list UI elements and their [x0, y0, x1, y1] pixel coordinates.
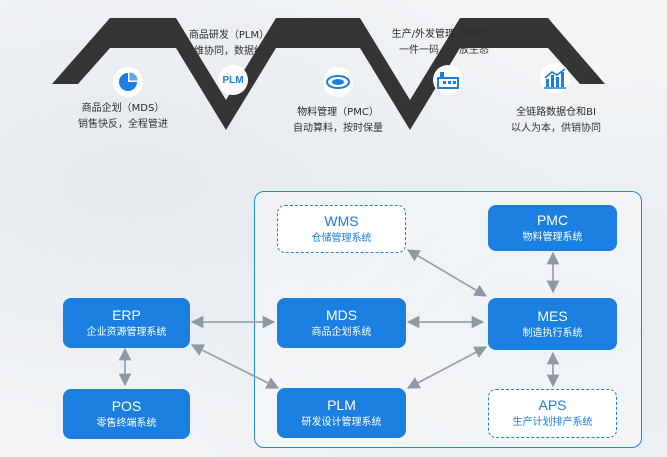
system-box-pos: POS 零售终端系统 [63, 389, 190, 439]
system-desc-mds: 商品企划系统 [311, 326, 372, 338]
system-name-aps: APS [538, 397, 567, 413]
system-desc-erp: 企业资源管理系统 [86, 326, 167, 338]
system-box-aps: APS 生产计划排产系统 [488, 389, 617, 438]
stage-sub-plm: 多维协同，数据统一 [184, 46, 274, 57]
system-name-mes: MES [537, 307, 568, 324]
system-desc-plm: 研发设计管理系统 [301, 416, 382, 428]
system-box-wms: WMS 仓储管理系统 [277, 205, 406, 253]
system-box-plm: PLM 研发设计管理系统 [277, 388, 406, 438]
system-name-mds: MDS [325, 306, 358, 323]
system-desc-mes: 制造执行系统 [522, 327, 583, 339]
stage-icon-plm: PLM [218, 65, 248, 95]
system-desc-wms: 仓储管理系统 [311, 232, 372, 244]
pie-chart-icon [119, 72, 138, 91]
system-name-plm: PLM [327, 396, 356, 413]
bar-chart-icon [544, 68, 566, 89]
stage-title-mes: 生产/外发管理（MES） [391, 29, 497, 40]
stage-title-pmc: 物料管理（PMC） [297, 107, 379, 118]
stage-icon-mds [113, 67, 143, 97]
process-zigzag-band [52, 18, 605, 130]
plm-badge-icon: PLM [222, 74, 244, 86]
system-name-pos: POS [111, 397, 142, 414]
arrow-erp-plm [190, 344, 280, 389]
stage-icon-bi [540, 63, 570, 93]
system-box-pmc: PMC 物料管理系统 [488, 205, 617, 251]
zigzag-dark [52, 18, 605, 130]
system-name-wms: WMS [324, 212, 359, 229]
stage-icon-pmc [323, 67, 353, 97]
system-name-pmc: PMC [536, 211, 569, 228]
stage-sub-bi: 以人为本，供销协同 [511, 123, 601, 134]
system-desc-pmc: 物料管理系统 [522, 231, 583, 243]
stage-sub-pmc: 自动算料，按时保量 [293, 123, 383, 134]
system-desc-pos: 零售终端系统 [96, 417, 157, 429]
system-box-mds: MDS 商品企划系统 [277, 298, 406, 348]
stage-title-mds: 商品企划（MDS） [81, 103, 165, 114]
arrow-wms-mes [406, 249, 488, 297]
stage-title-bi: 全链路数据仓和BI [516, 107, 596, 118]
stage-sub-mes: 一件一码，开放生态 [399, 45, 489, 56]
factory-icon [437, 72, 459, 89]
stage-sub-mds: 销售快反，全程管进 [78, 119, 168, 130]
system-box-mes: MES 制造执行系统 [488, 298, 617, 350]
fabric-roll-icon [326, 75, 350, 89]
system-box-erp: ERP 企业资源管理系统 [63, 298, 190, 348]
stage-title-plm: 商品研发（PLM） [188, 30, 270, 41]
arrow-plm-mes [406, 346, 488, 389]
stage-icon-mes [433, 65, 463, 95]
system-name-erp: ERP [112, 306, 141, 323]
system-desc-aps: 生产计划排产系统 [512, 417, 593, 428]
